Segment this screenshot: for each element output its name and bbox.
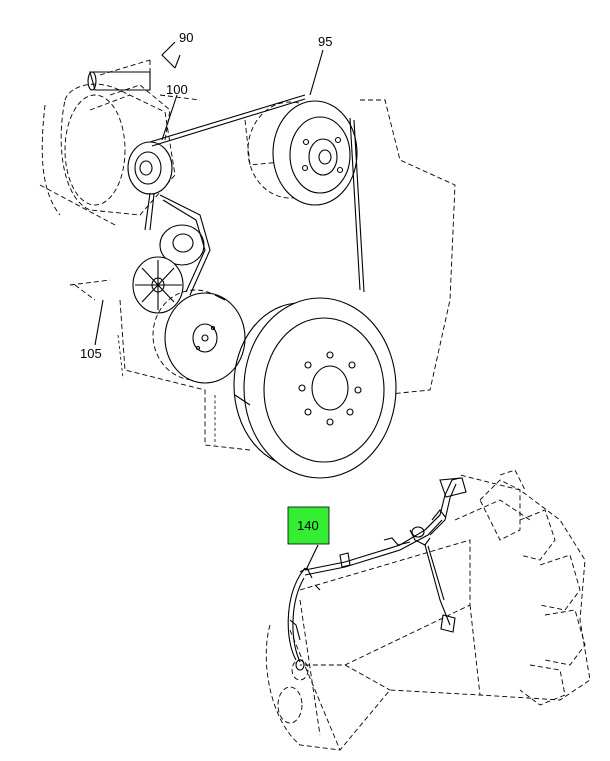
leader-90 xyxy=(161,41,181,69)
transmission-assembly xyxy=(265,469,591,751)
leader-95 xyxy=(309,49,324,96)
wiring-harness-140 xyxy=(287,477,467,663)
leader-105 xyxy=(94,299,104,346)
drive-belt-100 xyxy=(144,192,211,296)
leader-100 xyxy=(161,94,178,141)
callout-105[interactable]: 105 xyxy=(80,346,102,361)
engine-belt-assembly xyxy=(39,41,456,479)
callout-90[interactable]: 90 xyxy=(179,30,193,45)
transmission-ribs xyxy=(479,469,586,706)
crankshaft-pulley xyxy=(233,297,397,479)
drive-belt-95 xyxy=(149,94,365,293)
leader-140 xyxy=(305,544,319,571)
idler-pulley xyxy=(152,289,246,384)
callout-95[interactable]: 95 xyxy=(318,34,332,49)
highlight-box[interactable] xyxy=(287,506,330,545)
callout-140-highlight[interactable]: 140 xyxy=(287,506,330,545)
alternator xyxy=(60,71,176,216)
callout-140[interactable]: 140 xyxy=(297,518,319,533)
water-pump-pulley xyxy=(247,100,358,206)
callout-100[interactable]: 100 xyxy=(166,82,188,97)
alternator-pulley xyxy=(127,141,173,195)
fan-hub xyxy=(132,224,205,314)
